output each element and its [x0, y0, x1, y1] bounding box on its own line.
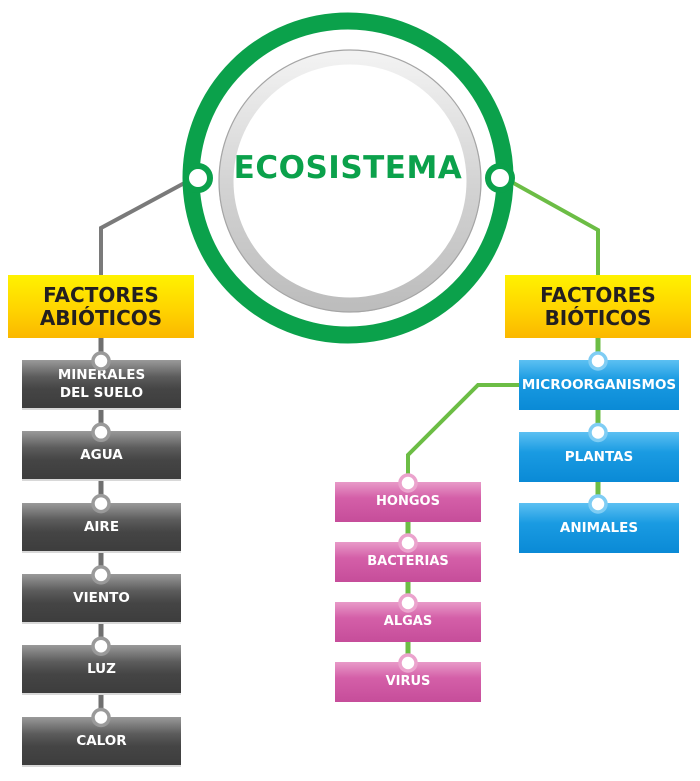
biotic-header-line1: FACTORES — [540, 282, 656, 307]
biotic-item: PLANTAS — [519, 431, 679, 482]
abiotic-item: MINERALES DEL SUELO — [22, 360, 181, 410]
abiotic-item-label: MINERALES — [57, 367, 146, 383]
micro-connector — [406, 383, 520, 485]
biotic-item-label: ANIMALES — [559, 520, 639, 536]
microorganism-item: VIRUS — [335, 662, 481, 702]
abiotic-item-label: AGUA — [80, 447, 123, 464]
abiotic-header-line1: FACTORES — [43, 282, 159, 307]
abiotic-item: LUZ — [22, 645, 181, 696]
microorganism-item-label: BACTERIAS — [367, 554, 449, 569]
ecosystem-inner-ring — [218, 49, 482, 313]
abiotic-connector — [99, 178, 191, 278]
left-node-icon — [183, 163, 213, 193]
right-node-icon — [485, 163, 515, 193]
microorganism-item-label: HONGOS — [376, 494, 440, 509]
abiotic-item-label: AIRE — [83, 518, 120, 535]
biotic-item: ANIMALES — [519, 503, 679, 553]
abiotic-item-label: LUZ — [87, 661, 116, 678]
abiotic-item: CALOR — [22, 716, 181, 767]
biotic-header-line2: BIÓTICOS — [544, 305, 652, 330]
abiotic-item: VIENTO — [22, 573, 181, 624]
biotic-item: MICROORGANISMOS — [519, 360, 679, 410]
microorganism-item-label: ALGAS — [383, 614, 433, 629]
abiotic-item: AGUA — [22, 431, 181, 482]
microorganism-item: HONGOS — [335, 482, 481, 522]
abiotic-item-label-line2: DEL SUELO — [59, 385, 144, 401]
microorganism-item: BACTERIAS — [335, 542, 481, 582]
biotic-connector — [507, 178, 600, 278]
abiotic-item-label: CALOR — [76, 732, 127, 749]
abiotic-header-line2: ABIÓTICOS — [39, 305, 163, 330]
inner-ring-edge — [218, 49, 482, 313]
microorganism-item-label: VIRUS — [385, 674, 431, 689]
biotic-item-label: MICROORGANISMOS — [521, 377, 677, 393]
ecosystem-title: ECOSISTEMA — [233, 150, 463, 186]
microorganism-item: ALGAS — [335, 602, 481, 642]
abiotic-item-label: VIENTO — [73, 589, 130, 606]
abiotic-item: AIRE — [22, 502, 181, 553]
biotic-item-label: PLANTAS — [564, 448, 634, 465]
